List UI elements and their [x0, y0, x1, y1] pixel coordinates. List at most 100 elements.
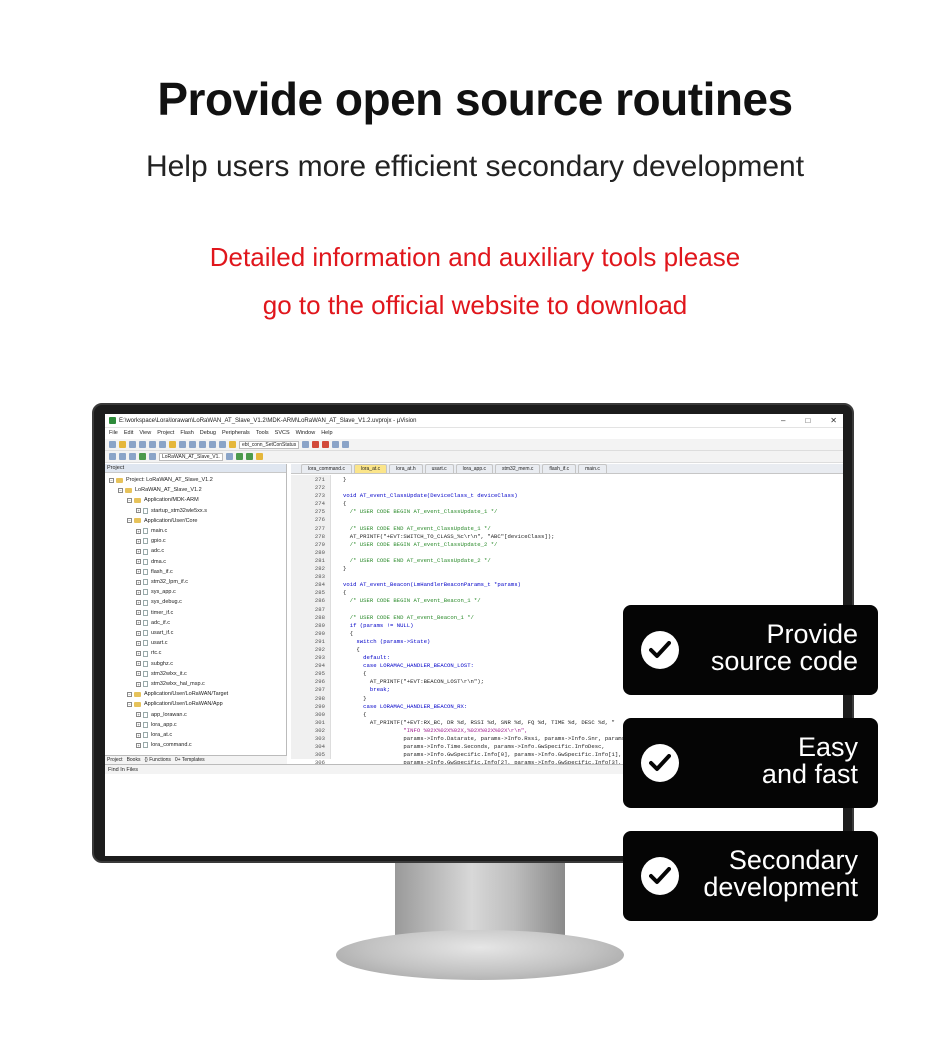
- tree-item[interactable]: +adc.c: [109, 546, 286, 556]
- expand-toggle-icon[interactable]: +: [136, 528, 141, 534]
- tree-item[interactable]: −Project: LoRaWAN_AT_Slave_V1.2: [109, 475, 286, 485]
- file-tab[interactable]: stm32_mem.c: [495, 464, 541, 473]
- tree-item[interactable]: +subghz.c: [109, 659, 286, 669]
- expand-toggle-icon[interactable]: +: [136, 508, 141, 514]
- expand-toggle-icon[interactable]: +: [136, 661, 141, 667]
- window-layout-icon[interactable]: [332, 441, 340, 448]
- expand-toggle-icon[interactable]: +: [136, 722, 141, 728]
- menu-item-project[interactable]: Project: [157, 430, 175, 436]
- menu-item-svcs[interactable]: SVCS: [274, 430, 290, 436]
- file-tab[interactable]: lora_at.c: [353, 464, 388, 473]
- tree-item[interactable]: −Application/MDK-ARM: [109, 495, 286, 505]
- expand-toggle-icon[interactable]: −: [118, 487, 123, 493]
- batch-build-icon[interactable]: [149, 453, 156, 460]
- maximize-icon[interactable]: □: [805, 416, 811, 425]
- panel-tab[interactable]: 0+ Templates: [174, 757, 205, 763]
- new-file-icon[interactable]: [109, 441, 116, 448]
- expand-toggle-icon[interactable]: +: [136, 589, 141, 595]
- close-icon[interactable]: ✕: [830, 416, 837, 425]
- tree-item[interactable]: +adc_if.c: [109, 618, 286, 628]
- expand-toggle-icon[interactable]: +: [136, 549, 141, 555]
- menu-item-view[interactable]: View: [139, 430, 152, 436]
- build-icon[interactable]: [119, 453, 126, 460]
- tree-item[interactable]: +main.c: [109, 526, 286, 536]
- target-select[interactable]: LoRaWAN_AT_Slave_V1.: [159, 452, 223, 461]
- expand-toggle-icon[interactable]: +: [136, 732, 141, 738]
- expand-toggle-icon[interactable]: +: [136, 630, 141, 636]
- tree-item[interactable]: +gpio.c: [109, 536, 286, 546]
- panel-tab[interactable]: {} Functions: [144, 757, 171, 763]
- save-all-icon[interactable]: [139, 441, 146, 448]
- menu-item-help[interactable]: Help: [321, 430, 333, 436]
- menu-item-file[interactable]: File: [109, 430, 118, 436]
- tree-item[interactable]: +sys_debug.c: [109, 597, 286, 607]
- expand-toggle-icon[interactable]: +: [136, 640, 141, 646]
- expand-toggle-icon[interactable]: +: [136, 671, 141, 677]
- menu-item-flash[interactable]: Flash: [180, 430, 194, 436]
- expand-toggle-icon[interactable]: −: [127, 498, 132, 503]
- menu-item-debug[interactable]: Debug: [199, 430, 216, 436]
- tree-item[interactable]: +rtc.c: [109, 648, 286, 658]
- expand-toggle-icon[interactable]: +: [136, 579, 141, 585]
- menu-item-window[interactable]: Window: [295, 430, 316, 436]
- expand-toggle-icon[interactable]: +: [136, 712, 141, 718]
- settings-icon[interactable]: [342, 441, 350, 448]
- expand-toggle-icon[interactable]: +: [136, 569, 141, 575]
- expand-toggle-icon[interactable]: +: [136, 600, 141, 606]
- translate-icon[interactable]: [109, 453, 116, 460]
- tree-item[interactable]: +timer_if.c: [109, 608, 286, 618]
- file-tab[interactable]: usart.c: [424, 464, 454, 473]
- tree-item[interactable]: −Application/User/Core: [109, 516, 286, 526]
- file-tab[interactable]: lora_command.c: [301, 464, 352, 473]
- expand-toggle-icon[interactable]: +: [136, 742, 141, 748]
- cut-icon[interactable]: [149, 441, 156, 448]
- file-tab[interactable]: lora_app.c: [455, 464, 493, 473]
- tree-item[interactable]: +lora_command.c: [109, 740, 286, 750]
- tree-item[interactable]: +usart.c: [109, 638, 286, 648]
- tree-item[interactable]: +stm32wlxx_hal_msp.c: [109, 679, 286, 689]
- tree-item[interactable]: +app_lorawan.c: [109, 710, 286, 720]
- save-icon[interactable]: [129, 441, 136, 448]
- rebuild-icon[interactable]: [129, 453, 136, 460]
- download-icon[interactable]: [139, 453, 146, 460]
- menu-item-peripherals[interactable]: Peripherals: [221, 430, 250, 436]
- tree-item[interactable]: +startup_stm32wle5xx.s: [109, 506, 286, 516]
- tree-item[interactable]: +usart_if.c: [109, 628, 286, 638]
- indent-icon[interactable]: [209, 441, 216, 448]
- tree-item[interactable]: +lora_app.c: [109, 720, 286, 730]
- tree-item[interactable]: −Application/User/LoRaWAN/Target: [109, 689, 286, 699]
- tree-item[interactable]: +dma.c: [109, 557, 286, 567]
- tree-item[interactable]: −Application/User/LoRaWAN/App: [109, 699, 286, 709]
- debug-start-icon[interactable]: [312, 441, 320, 448]
- target-options-icon[interactable]: [225, 453, 233, 460]
- pack-installer-icon[interactable]: [245, 453, 253, 460]
- bookmark-icon[interactable]: [199, 441, 206, 448]
- tree-item[interactable]: +sys_app.c: [109, 587, 286, 597]
- redo-icon[interactable]: [189, 441, 196, 448]
- expand-toggle-icon[interactable]: −: [109, 477, 114, 483]
- function-select[interactable]: ebt_conn_SetConStatus: [239, 440, 300, 449]
- expand-toggle-icon[interactable]: +: [136, 538, 141, 544]
- menu-item-edit[interactable]: Edit: [123, 430, 134, 436]
- tree-item[interactable]: −LoRaWAN_AT_Slave_V1.2: [109, 485, 286, 495]
- undo-icon[interactable]: [179, 441, 186, 448]
- file-tab[interactable]: main.c: [578, 464, 607, 473]
- find-in-files-icon[interactable]: [229, 441, 236, 448]
- panel-tab[interactable]: Books: [126, 757, 141, 763]
- paste-icon[interactable]: [169, 441, 176, 448]
- tree-item[interactable]: +lora_at.c: [109, 730, 286, 740]
- comment-icon[interactable]: [219, 441, 226, 448]
- expand-toggle-icon[interactable]: +: [136, 610, 141, 616]
- file-tab[interactable]: flash_if.c: [542, 464, 577, 473]
- manage-components-icon[interactable]: [235, 453, 243, 460]
- tree-item[interactable]: +stm32wlxx_it.c: [109, 669, 286, 679]
- expand-toggle-icon[interactable]: +: [136, 681, 141, 687]
- expand-toggle-icon[interactable]: −: [127, 702, 132, 708]
- expand-toggle-icon[interactable]: +: [136, 651, 141, 657]
- copy-icon[interactable]: [159, 441, 166, 448]
- run-time-env-icon[interactable]: [255, 453, 263, 460]
- file-tab[interactable]: lora_at.h: [389, 464, 423, 473]
- breakpoint-icon[interactable]: [322, 441, 330, 448]
- expand-toggle-icon[interactable]: −: [127, 518, 132, 524]
- expand-toggle-icon[interactable]: +: [136, 620, 141, 626]
